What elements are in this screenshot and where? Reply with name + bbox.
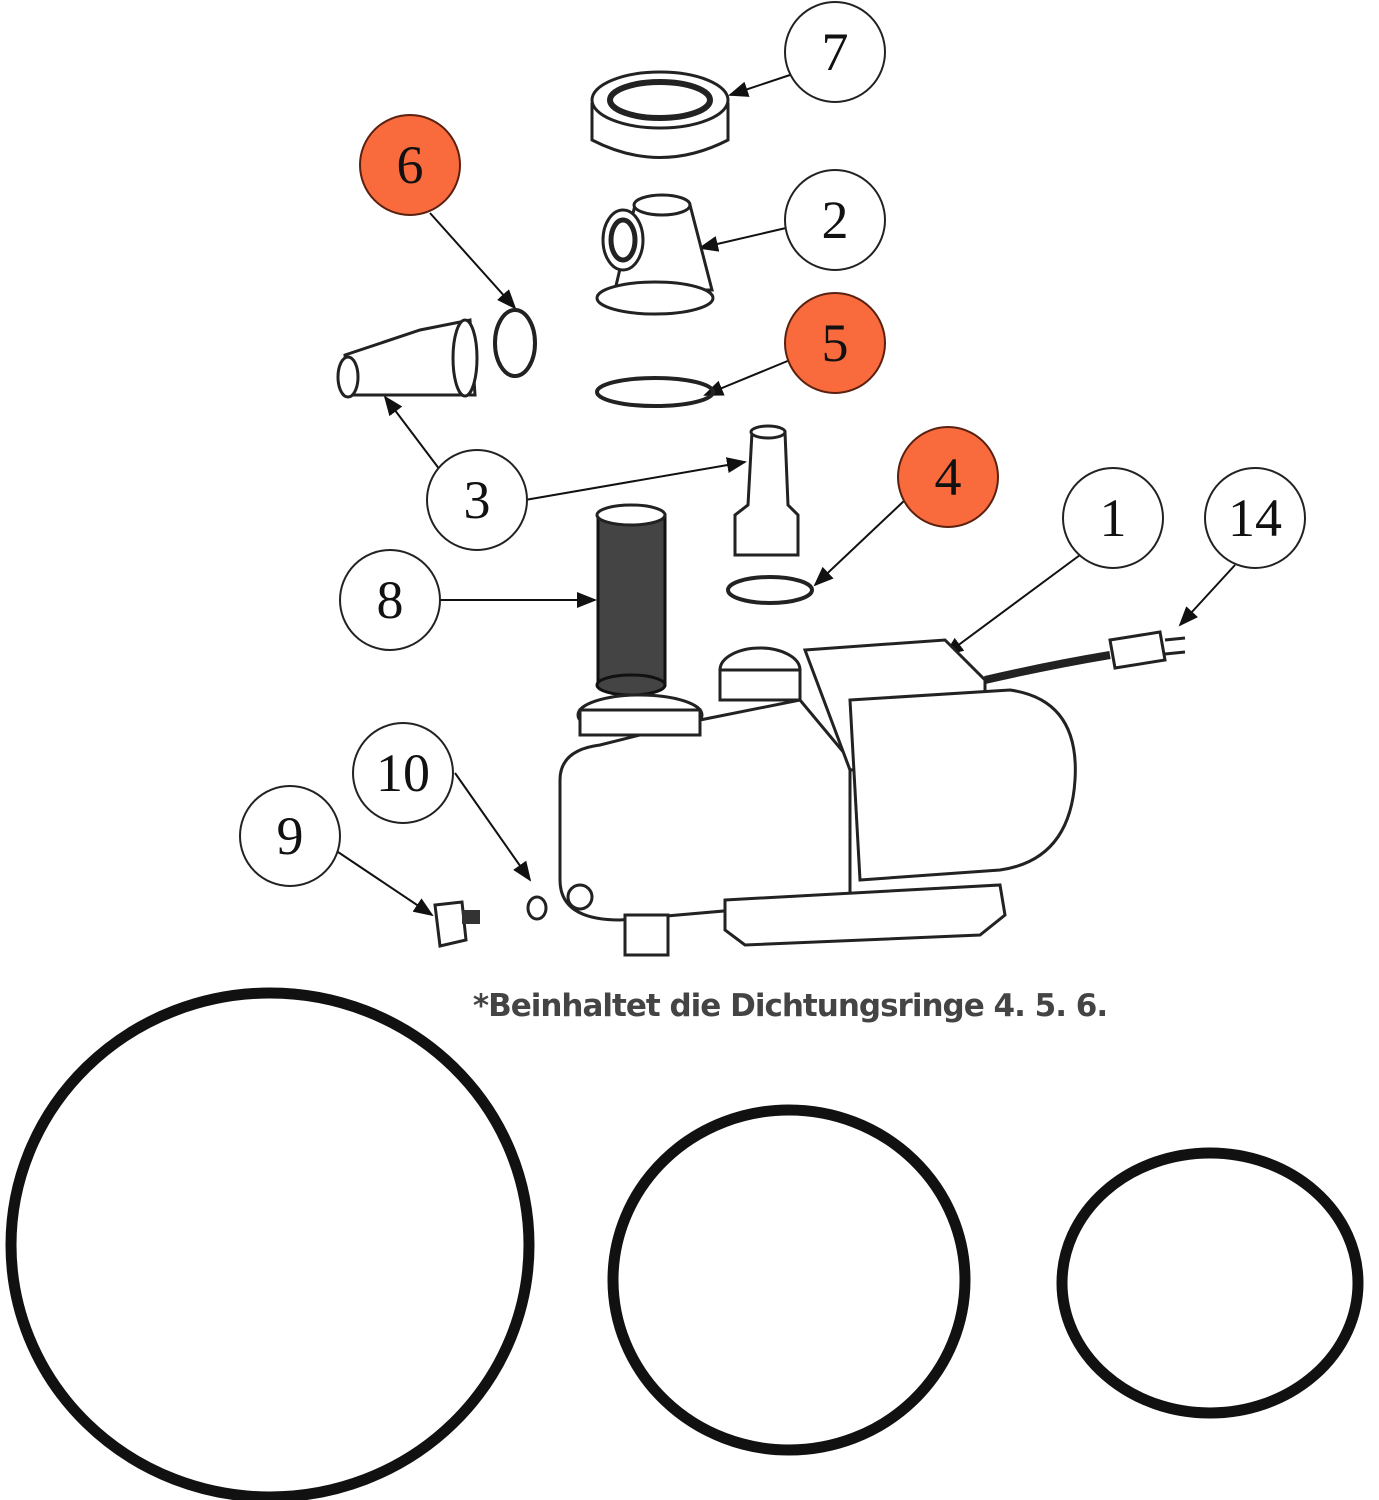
part-10-o-ring bbox=[526, 895, 548, 921]
part-6-seal-ring bbox=[493, 308, 537, 378]
part-7-union-nut bbox=[590, 70, 730, 159]
part-14-power-cord bbox=[984, 630, 1186, 684]
callout-7: 7 bbox=[784, 1, 886, 103]
callout-label: 5 bbox=[822, 313, 849, 373]
part-1-pump-body bbox=[558, 638, 1077, 957]
leader-lines bbox=[334, 74, 1236, 917]
callout-6: 6 bbox=[359, 114, 461, 216]
part-9-drain-plug bbox=[433, 900, 480, 948]
callout-label: 6 bbox=[397, 135, 424, 195]
callout-2: 2 bbox=[784, 169, 886, 271]
callout-label: 8 bbox=[377, 570, 404, 630]
seal-ring-medium bbox=[607, 1104, 971, 1456]
callout-label: 2 bbox=[822, 190, 849, 250]
callout-label: 14 bbox=[1228, 488, 1282, 548]
seal-ring-small bbox=[1056, 1147, 1364, 1419]
callout-1: 1 bbox=[1062, 467, 1164, 569]
part-3-hose-connector bbox=[336, 318, 479, 399]
callout-label: 9 bbox=[277, 806, 304, 866]
callout-label: 1 bbox=[1100, 488, 1127, 548]
caption: *Beinhaltet die Dichtungsringe 4. 5. 6. bbox=[473, 988, 1107, 1024]
callout-3: 3 bbox=[426, 449, 528, 551]
callout-10: 10 bbox=[352, 722, 454, 824]
callout-label: 4 bbox=[935, 447, 962, 507]
part-8-strainer-basket bbox=[595, 503, 667, 697]
callout-9: 9 bbox=[239, 785, 341, 887]
callout-4: 4 bbox=[897, 426, 999, 528]
part-3-outlet-connector bbox=[733, 424, 800, 557]
callout-5: 5 bbox=[784, 292, 886, 394]
callout-label: 7 bbox=[822, 22, 849, 82]
seal-ring-large bbox=[5, 987, 535, 1500]
part-4-seal-ring bbox=[726, 575, 814, 605]
callout-14: 14 bbox=[1204, 467, 1306, 569]
callout-label: 3 bbox=[464, 470, 491, 530]
part-5-seal-ring bbox=[595, 376, 715, 408]
callout-8: 8 bbox=[339, 549, 441, 651]
part-2-housing-cover bbox=[595, 193, 715, 316]
callout-label: 10 bbox=[376, 743, 430, 803]
